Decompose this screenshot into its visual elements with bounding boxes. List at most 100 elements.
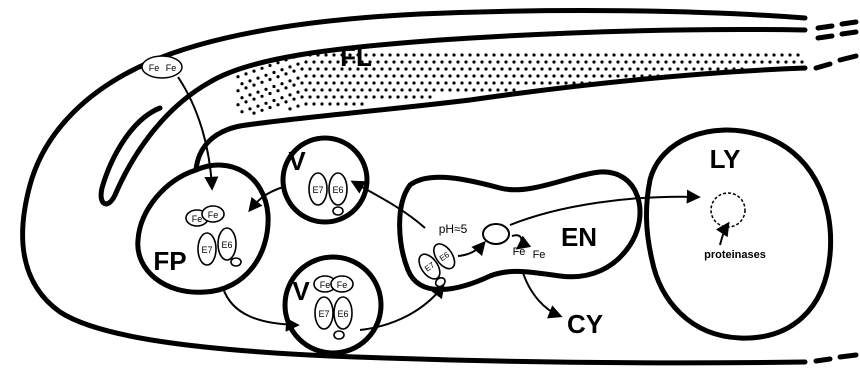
stipple-dot: [648, 74, 651, 77]
ph-label: pH≈5: [439, 222, 468, 236]
stipple-dot: [500, 67, 503, 70]
stipple-dot: [624, 74, 627, 77]
stipple-dot: [792, 60, 795, 63]
stipple-dot: [744, 60, 747, 63]
stipple-dot: [512, 60, 515, 63]
stipple-dot: [508, 81, 511, 84]
stipple-dot: [456, 88, 459, 91]
stipple-dot: [688, 60, 691, 63]
stipple-dot: [488, 88, 491, 91]
vt-e7-label: E7: [312, 185, 323, 195]
stipple-dot: [244, 86, 247, 89]
stipple-dot: [612, 67, 615, 70]
stipple-dot: [360, 88, 363, 91]
stipple-dot: [440, 60, 443, 63]
stipple-dot: [292, 98, 295, 101]
stipple-dot: [600, 60, 603, 63]
stipple-dot: [780, 53, 783, 56]
stipple-dot: [412, 67, 415, 70]
stipple-dot: [428, 53, 431, 56]
stipple-dot: [428, 67, 431, 70]
stipple-dot: [276, 103, 279, 106]
stipple-dot: [612, 53, 615, 56]
stipple-dot: [248, 93, 251, 96]
stipple-dot: [292, 70, 295, 73]
stipple-dot: [584, 74, 587, 77]
stipple-dot: [532, 53, 535, 56]
stipple-dot: [484, 53, 487, 56]
stipple-dot: [356, 81, 359, 84]
stipple-dot: [528, 60, 531, 63]
stipple-dot: [484, 67, 487, 70]
stipple-dot: [656, 74, 659, 77]
stipple-dot: [476, 53, 479, 56]
stipple-dot: [456, 60, 459, 63]
stipple-dot: [424, 60, 427, 63]
stipple-dot: [544, 74, 547, 77]
stipple-dot: [724, 67, 727, 70]
stipple-dot: [296, 91, 299, 94]
stipple-dot: [500, 81, 503, 84]
stipple-dot: [408, 88, 411, 91]
stipple-dot: [320, 74, 323, 77]
stipple-dot: [320, 60, 323, 63]
stipple-dot: [700, 53, 703, 56]
stipple-dot: [508, 67, 511, 70]
stipple-dot: [384, 88, 387, 91]
stipple-dot: [372, 81, 375, 84]
stipple-dot: [640, 60, 643, 63]
stipple-dot: [484, 81, 487, 84]
stipple-dot: [464, 88, 467, 91]
stipple-dot: [288, 93, 291, 96]
stipple-dot: [392, 88, 395, 91]
stipple-dot: [548, 67, 551, 70]
stipple-dot: [404, 95, 407, 98]
stipple-dot: [288, 65, 291, 68]
stipple-dot: [276, 75, 279, 78]
stipple-dot: [756, 53, 759, 56]
stipple-dot: [352, 102, 355, 105]
stipple-dot: [396, 81, 399, 84]
stipple-dot: [596, 67, 599, 70]
stipple-dot: [488, 60, 491, 63]
stipple-dot: [340, 95, 343, 98]
stipple-dot: [628, 67, 631, 70]
en-label: EN: [561, 222, 597, 252]
stipple-dot: [616, 60, 619, 63]
stipple-dot: [640, 74, 643, 77]
stipple-dot: [300, 67, 303, 70]
stipple-dot: [532, 81, 535, 84]
stipple-dot: [296, 77, 299, 80]
stipple-dot: [260, 81, 263, 84]
transferrin-entering: Fe Fe: [142, 56, 182, 78]
stipple-dot: [420, 81, 423, 84]
stipple-dot: [796, 53, 799, 56]
stipple-dot: [464, 74, 467, 77]
stipple-dot: [320, 102, 323, 105]
stipple-dot: [296, 105, 299, 108]
stipple-dot: [452, 53, 455, 56]
stipple-dot: [616, 74, 619, 77]
stipple-dot: [428, 81, 431, 84]
stipple-dot: [400, 74, 403, 77]
stipple-dot: [736, 60, 739, 63]
stipple-dot: [280, 68, 283, 71]
stipple-dot: [276, 89, 279, 92]
stipple-dot: [336, 74, 339, 77]
stipple-dot: [436, 53, 439, 56]
stipple-dot: [552, 60, 555, 63]
stipple-dot: [524, 67, 527, 70]
stipple-dot: [404, 53, 407, 56]
stipple-dot: [720, 60, 723, 63]
stipple-dot: [304, 74, 307, 77]
stipple-dot: [564, 81, 567, 84]
stipple-dot: [420, 67, 423, 70]
stipple-dot: [636, 67, 639, 70]
stipple-dot: [236, 103, 239, 106]
arrow-vesicle-to-endosome: [360, 286, 443, 330]
stipple-dot: [312, 60, 315, 63]
stipple-dot: [332, 81, 335, 84]
stipple-dot: [284, 72, 287, 75]
stipple-dot: [712, 60, 715, 63]
flagellum-dash-lower: [816, 56, 856, 68]
